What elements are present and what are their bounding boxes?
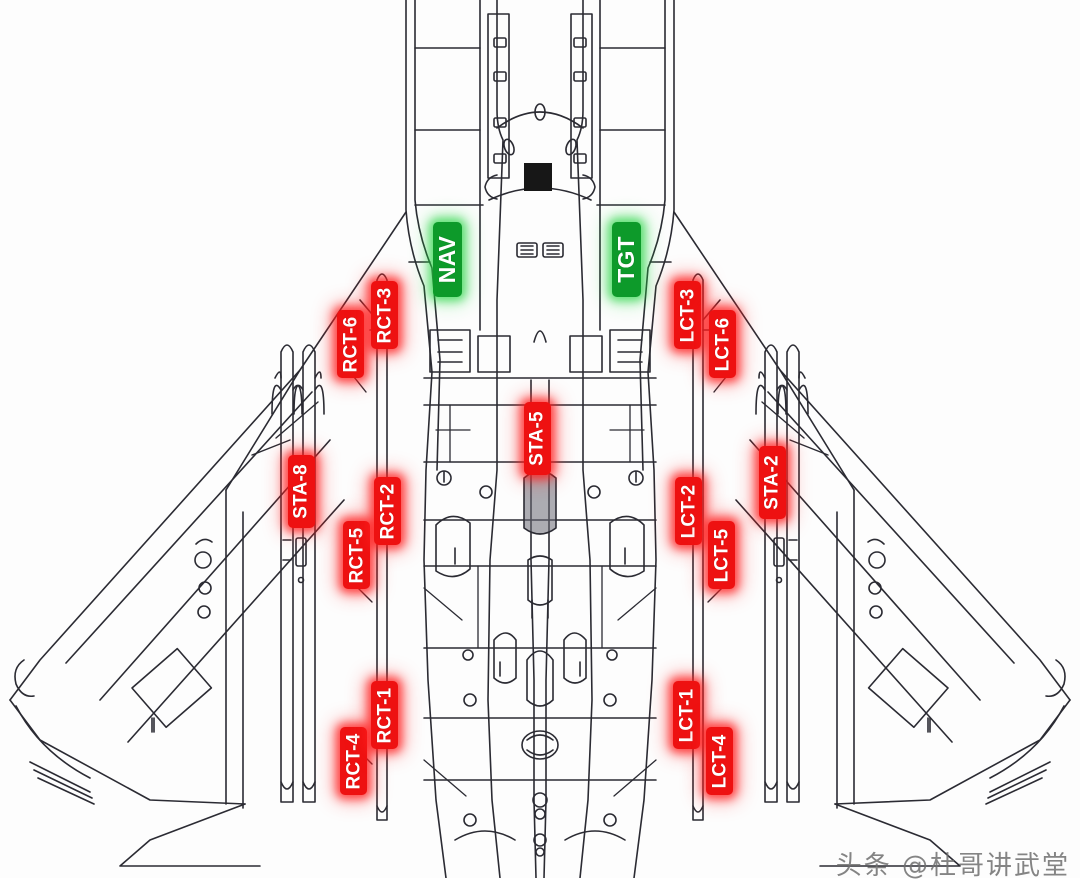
marker-rct-4[interactable]: RCT-4 (340, 727, 367, 795)
marker-label: LCT-1 (676, 688, 697, 742)
marker-sta-8[interactable]: STA-8 (288, 455, 315, 528)
marker-label: NAV (434, 235, 460, 284)
marker-label: LCT-4 (709, 734, 730, 788)
marker-label: STA-8 (291, 464, 313, 519)
marker-lct-3[interactable]: LCT-3 (674, 281, 701, 349)
marker-label: LCT-5 (711, 528, 732, 582)
marker-label: RCT-3 (374, 287, 395, 343)
marker-label: STA-2 (762, 455, 784, 510)
marker-label: LCT-2 (678, 484, 699, 538)
marker-rct-3[interactable]: RCT-3 (371, 281, 398, 349)
marker-label: RCT-1 (374, 687, 395, 743)
marker-lct-1[interactable]: LCT-1 (673, 681, 700, 749)
marker-label: RCT-2 (377, 483, 398, 539)
marker-rct-6[interactable]: RCT-6 (337, 310, 364, 378)
marker-lct-6[interactable]: LCT-6 (709, 310, 736, 378)
marker-lct-4[interactable]: LCT-4 (706, 727, 733, 795)
marker-sta-2[interactable]: STA-2 (759, 446, 786, 519)
marker-rct-1[interactable]: RCT-1 (371, 681, 398, 749)
marker-label: RCT-6 (340, 316, 361, 372)
marker-sta-5[interactable]: STA-5 (524, 402, 551, 475)
marker-lct-2[interactable]: LCT-2 (675, 477, 702, 545)
marker-lct-5[interactable]: LCT-5 (708, 521, 735, 589)
marker-label: TGT (613, 236, 639, 283)
marker-label: STA-5 (527, 411, 549, 466)
marker-label: RCT-4 (343, 733, 364, 789)
marker-label: LCT-6 (712, 317, 733, 371)
watermark: 头条 @杜哥讲武堂 (835, 851, 1070, 881)
marker-rct-5[interactable]: RCT-5 (343, 521, 370, 589)
marker-label: RCT-5 (346, 527, 367, 583)
marker-rct-2[interactable]: RCT-2 (374, 477, 401, 545)
marker-tgt[interactable]: TGT (612, 222, 641, 297)
marker-label: LCT-3 (677, 288, 698, 342)
marker-nav[interactable]: NAV (433, 222, 462, 297)
